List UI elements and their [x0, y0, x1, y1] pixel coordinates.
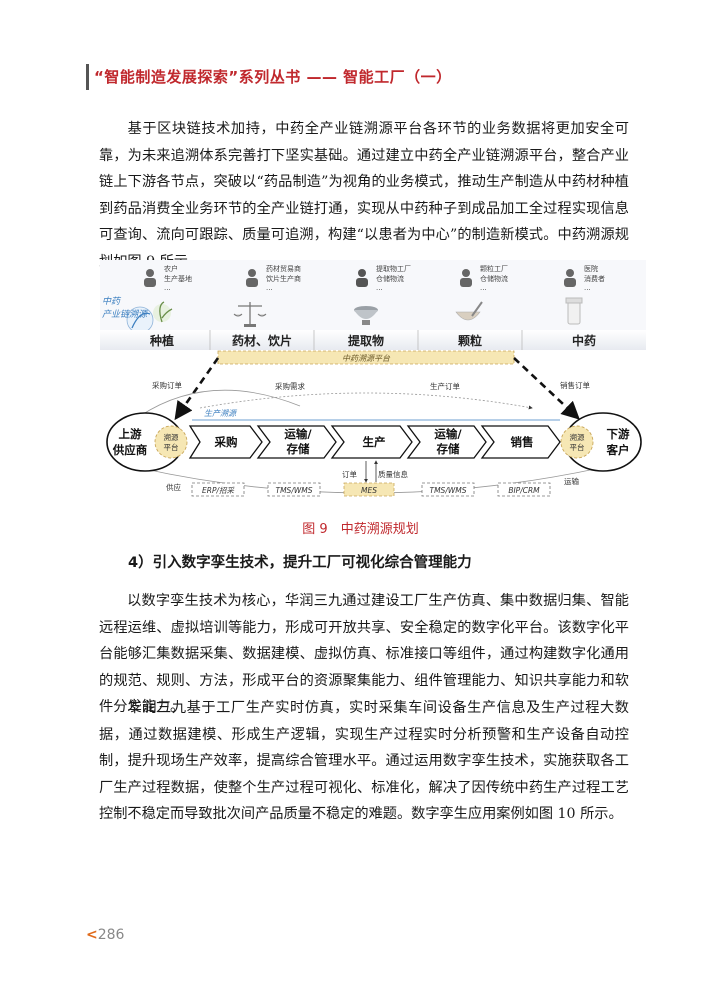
page-number-value: 286 — [97, 927, 125, 943]
paragraph-text: 以数字孪生技术为核心，华润三九通过建设工厂生产仿真、集中数据归集、智能远程运维、… — [99, 593, 629, 716]
figure-caption: 图 9 中药溯源规划 — [302, 522, 419, 537]
trace-platform-bar — [217, 350, 515, 365]
process-step-sales — [480, 425, 561, 459]
flow-label: 采购订单 — [152, 380, 182, 390]
flow-label: 采购需求 — [275, 381, 305, 391]
running-header: “智能制造发展探索”系列丛书 —— 智能工厂（一） — [94, 68, 452, 86]
stage-role: 颗粒工厂 — [480, 264, 508, 273]
trace-hub-right — [560, 425, 594, 459]
process-step-transport-storage-1 — [256, 425, 337, 459]
system-label: TMS/WMS — [276, 486, 313, 495]
upstream-label-bottom: 供应商 — [112, 443, 148, 457]
hub-label: 溯源 — [570, 432, 585, 442]
body-paragraph-2: 以数字孪生技术为核心，华润三九通过建设工厂生产仿真、集中数据归集、智能远程运维、… — [99, 588, 629, 721]
platform-label: 中药溯源平台 — [342, 354, 391, 363]
person-icon — [460, 269, 472, 287]
stage-role: 生产基地 — [164, 274, 192, 283]
mortar-icon — [354, 306, 378, 325]
stage-band — [100, 330, 646, 350]
trace-hub-left — [154, 425, 188, 459]
process-step-label: 运输/ — [284, 427, 312, 441]
person-icon — [356, 269, 368, 287]
order-flow-arc — [199, 392, 533, 410]
person-icon — [246, 269, 258, 287]
stage-name: 药材、饮片 — [232, 333, 292, 348]
upstream-label-top: 上游 — [119, 427, 142, 441]
stage-role: 提取物工厂 — [376, 264, 411, 273]
platform-to-downstream-arrow — [513, 357, 580, 420]
flow-label: 订单 — [342, 469, 357, 479]
body-paragraph-1: 基于区块链技术加持，中药全产业链溯源平台各环节的业务数据将更加安全可靠，为未来追… — [99, 116, 629, 276]
system-box — [421, 482, 475, 497]
system-box-mes — [343, 482, 395, 497]
stage-role: 药材贸易商 — [266, 264, 301, 273]
downstream-label-top: 下游 — [607, 427, 630, 441]
stage-role: ... — [164, 284, 171, 292]
stage-name: 颗粒 — [458, 333, 482, 348]
header-bar — [86, 64, 89, 90]
paragraph-text: 基于区块链技术加持，中药全产业链溯源平台各环节的业务数据将更加安全可靠，为未来追… — [99, 121, 629, 270]
hub-label: 平台 — [570, 442, 585, 452]
flow-label: 生产订单 — [430, 381, 460, 391]
process-step-label: 生产 — [363, 435, 386, 449]
process-step-label: 销售 — [511, 435, 534, 449]
system-box — [267, 482, 321, 497]
stage-name: 种植 — [149, 333, 174, 348]
process-step-label: 存储 — [287, 442, 310, 456]
hub-label: 平台 — [164, 442, 179, 452]
production-trace-label: 生产溯源 — [204, 409, 238, 418]
system-label: BIP/CRM — [508, 486, 540, 495]
process-step-transport-storage-2 — [406, 425, 487, 459]
paragraph-text: 华润三九基于工厂生产实时仿真，实时采集车间设备生产信息及生产过程大数据，通过数据… — [99, 700, 629, 823]
bowl-icon — [455, 301, 483, 321]
hub-label: 溯源 — [164, 432, 179, 442]
section-heading: 4）引入数字孪生技术，提升工厂可视化综合管理能力 — [128, 555, 472, 571]
stage-role: ... — [376, 284, 383, 292]
process-step-purchase — [188, 425, 263, 459]
chain-label-top: 中药 — [102, 296, 122, 307]
process-step-label: 运输/ — [434, 427, 462, 441]
stage-name: 提取物 — [348, 333, 384, 348]
system-box — [191, 482, 245, 497]
system-label: TMS/WMS — [430, 486, 467, 495]
page-marker: < — [86, 927, 98, 943]
platform-to-upstream-arrow — [174, 357, 220, 421]
system-label: MES — [361, 486, 377, 495]
stage-role: ... — [584, 284, 591, 292]
flow-label: 质量信息 — [378, 469, 408, 479]
flow-label: 运输 — [564, 476, 579, 486]
process-step-label: 存储 — [437, 442, 460, 456]
body-paragraph-3: 华润三九基于工厂生产实时仿真，实时采集车间设备生产信息及生产过程大数据，通过数据… — [99, 695, 629, 828]
plant-icon — [153, 301, 173, 323]
stage-role: 饮片生产商 — [266, 274, 301, 283]
scale-icon — [233, 302, 267, 327]
stage-name: 中药 — [572, 333, 596, 348]
downstream-label-bottom: 客户 — [606, 443, 630, 457]
page-number: <286 — [86, 927, 124, 943]
outer-loop-top — [139, 389, 301, 417]
stage-role: 仓储物流 — [480, 274, 508, 283]
stage-role: 医院 — [584, 264, 598, 273]
chain-label-bottom: 产业链溯源 — [102, 309, 149, 320]
system-box — [497, 482, 551, 497]
flow-label: 供应 — [166, 482, 181, 492]
stage-role: 消费者 — [584, 274, 605, 283]
traceability-figure: 农户 生产基地 ... 药材贸易商 饮片生产商 ... 提取物工厂 仓储物流 .… — [100, 260, 646, 497]
bottle-icon — [565, 297, 583, 325]
stage-role: ... — [266, 284, 273, 292]
system-label: ERP/招采 — [202, 486, 235, 495]
person-icon — [144, 269, 156, 287]
person-icon — [564, 269, 576, 287]
flow-label: 销售订单 — [560, 380, 590, 390]
stage-role: ... — [480, 284, 487, 292]
process-step-label: 采购 — [214, 435, 238, 449]
process-step-production — [330, 425, 413, 459]
stage-role: 仓储物流 — [376, 274, 404, 283]
stage-role: 农户 — [164, 264, 178, 273]
